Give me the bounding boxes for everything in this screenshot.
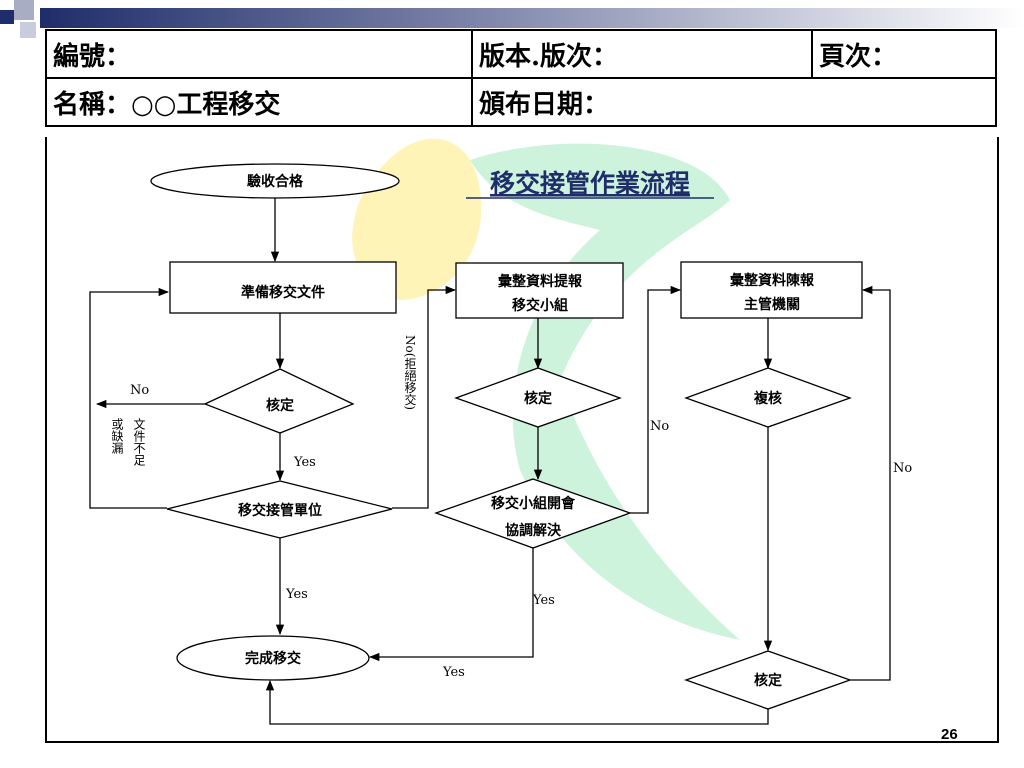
- edge-meet-yes-complete: [368, 548, 534, 662]
- node-accept-label: 驗收合格: [247, 173, 304, 190]
- node-prepare-label: 準備移交文件: [241, 284, 325, 301]
- header-release-label: 頒布日期：: [479, 89, 610, 120]
- header-number-cell: 編號：: [45, 29, 473, 79]
- edge-check3-no-compile2: [850, 285, 891, 681]
- node-compile1-shape: [455, 262, 624, 319]
- label-yes-4: Yes: [442, 665, 465, 680]
- node-unit-label: 移交接管單位: [238, 502, 322, 519]
- node-accept-shape: [150, 163, 400, 199]
- corner-square-navy: [0, 10, 14, 24]
- node-check3-label: 核定: [754, 672, 782, 689]
- page-number: 26: [941, 726, 958, 743]
- header-name-label: 名稱：○○工程移交: [53, 89, 281, 120]
- label-no-2: No: [650, 419, 669, 434]
- node-check1-shape: [203, 368, 355, 434]
- edge-meet-no-compile2: [630, 285, 682, 514]
- header-version-label: 版本.版次：: [479, 41, 619, 72]
- node-unit-shape: [166, 480, 393, 539]
- corner-square-gray: [14, 0, 34, 20]
- header-version-cell: 版本.版次：: [471, 29, 813, 79]
- node-complete-label: 完成移交: [245, 650, 301, 667]
- flow-shapes: [150, 163, 863, 710]
- header-number-label: 編號：: [53, 41, 132, 72]
- label-no-1: No: [130, 383, 149, 398]
- label-no-3: No: [893, 461, 912, 476]
- node-compile2-shape: [680, 261, 863, 319]
- corner-square-light: [20, 22, 36, 38]
- edge-unit-reject-compile1: [392, 285, 457, 509]
- node-check3-shape: [684, 650, 852, 710]
- label-yes-1: Yes: [293, 455, 316, 470]
- node-prepare-shape: [169, 261, 397, 314]
- label-yes-2: Yes: [285, 587, 308, 602]
- header-name-cell: 名稱：○○工程移交: [45, 77, 473, 127]
- edge-check3-complete: [265, 679, 769, 725]
- node-check2-shape: [454, 367, 622, 428]
- label-reason-a: 文件不足: [132, 417, 146, 467]
- node-compile1-label-line2: 移交小組: [512, 297, 568, 314]
- node-compile1-label-line1: 彙整資料提報: [497, 273, 583, 290]
- header-release-cell: 頒布日期：: [471, 77, 997, 127]
- diagram-frame: [45, 137, 999, 743]
- node-check1-label: 核定: [266, 397, 294, 414]
- document-header-table: 編號： 版本.版次： 頁次： 名稱：○○工程移交 頒布日期：: [45, 29, 997, 127]
- header-page-label: 頁次：: [819, 41, 898, 72]
- node-meet-label-line1: 移交小組開會: [491, 495, 576, 512]
- edge-labels: No Yes Yes No Yes Yes No No(拒絕移交) 文件不足 或…: [110, 335, 912, 680]
- node-meet-label-line2: 協調解決: [505, 522, 562, 539]
- label-reason-b: 或缺漏: [110, 418, 124, 454]
- label-yes-3: Yes: [532, 593, 555, 608]
- flow-texts: 驗收合格 準備移交文件 核定 移交接管單位 完成移交 彙整資料提報 移交小組 核…: [238, 173, 815, 689]
- node-compile2-label-line2: 主管機關: [744, 296, 800, 313]
- flow-lines: [89, 197, 891, 725]
- node-compile2-label-line1: 彙整資料陳報: [729, 272, 815, 289]
- edge-unit-loop-prepare: [89, 287, 170, 509]
- node-meet-shape: [434, 478, 632, 549]
- diagram-title: 移交接管作業流程: [490, 169, 690, 198]
- node-review-shape: [684, 367, 852, 428]
- node-complete-shape: [176, 635, 370, 681]
- header-page-cell: 頁次：: [811, 29, 997, 79]
- node-check2-label: 核定: [524, 390, 552, 407]
- label-reject: No(拒絕移交): [403, 335, 417, 410]
- node-review-label: 複核: [753, 390, 782, 407]
- title-bar-gradient: [40, 8, 1024, 28]
